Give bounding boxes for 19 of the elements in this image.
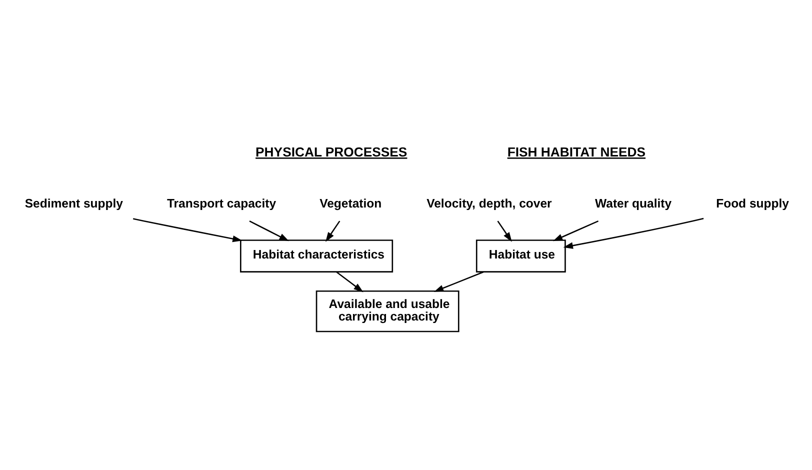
arrow [249,220,289,242]
label: FISH HABITAT NEEDS [507,144,646,160]
node-text: Vegetation [320,196,382,211]
arrow [563,218,704,249]
arrow [497,220,512,242]
arrow [434,271,484,292]
node-text: Food supply [716,196,789,211]
node-text: Water quality [595,196,672,211]
arrow [336,272,364,292]
node-box: Habitat use [476,240,566,272]
node-text: Sediment supply [24,196,124,211]
arrow [552,220,599,242]
node-text: Velocity, depth, cover [426,196,552,211]
node-box: Available and usable carrying capacity [316,290,460,332]
arrow [326,220,340,242]
arrow [133,218,242,242]
node-text: Transport capacity [166,196,276,211]
label: PHYSICAL PROCESSES [256,144,408,160]
node-box: Habitat characteristics [240,240,394,272]
